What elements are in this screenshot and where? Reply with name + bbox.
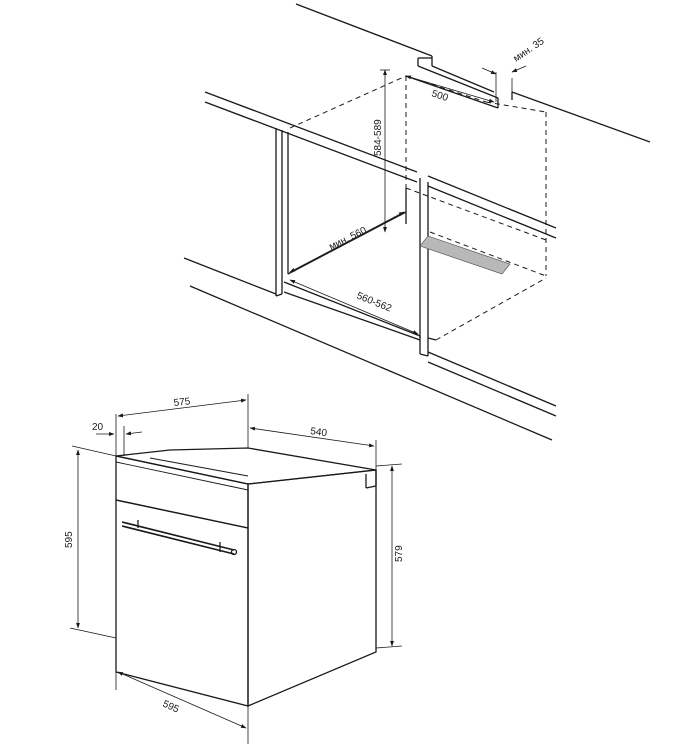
dim-575: 575 <box>115 394 249 456</box>
control-panel <box>115 455 249 529</box>
oven-door <box>115 499 249 707</box>
label-595-height: 595 <box>64 531 75 548</box>
dim-20: 20 <box>92 422 143 456</box>
door-handle <box>121 520 238 556</box>
dim-540: 540 <box>249 426 377 470</box>
dim-560-562: 560-562 <box>289 279 419 335</box>
label-595-width: 595 <box>161 699 181 716</box>
label-560-562: 560-562 <box>355 291 394 315</box>
label-540: 540 <box>310 426 328 439</box>
label-584-589: 584-589 <box>373 119 384 156</box>
oven-body <box>247 469 377 707</box>
dim-579: 579 <box>375 463 405 649</box>
label-20: 20 <box>92 422 104 433</box>
niche-drawing: мин. 35 500 584-589 мин. 560 560-562 <box>183 3 651 441</box>
plinth <box>183 257 557 441</box>
label-min-560: мин. 560 <box>327 225 368 253</box>
oven-top <box>115 447 377 485</box>
dim-500: 500 <box>405 75 495 104</box>
oven-drawing: 575 20 540 595 579 <box>64 394 405 744</box>
right-side-panel <box>405 178 429 356</box>
label-579: 579 <box>394 545 405 562</box>
dim-584-589: 584-589 <box>373 69 390 233</box>
dim-595-height: 595 <box>64 445 117 639</box>
left-side-panel <box>275 128 289 297</box>
ventilation-opening <box>419 235 511 275</box>
label-575: 575 <box>173 396 191 409</box>
label-500: 500 <box>430 88 450 104</box>
dim-595-width: 595 <box>115 671 249 744</box>
label-min-35: мин. 35 <box>512 36 547 65</box>
dim-min-560: мин. 560 <box>289 211 405 273</box>
dim-min-35: мин. 35 <box>481 36 547 102</box>
